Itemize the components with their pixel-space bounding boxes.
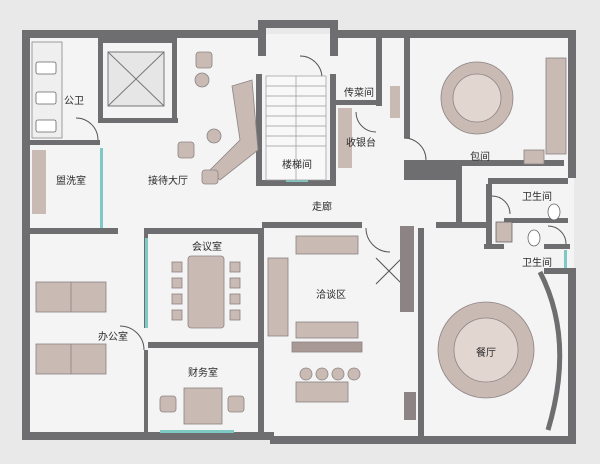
doors [75,55,567,351]
negotiation-sofas [267,235,363,403]
toilet-fixtures [495,203,561,247]
room-label-cashier: 收银台 [346,138,376,149]
cashier-counter [338,108,352,168]
private-room-sofa [523,57,567,165]
room-label-washroom: 盥洗室 [56,176,86,187]
elevator [107,51,165,107]
private-room-table [440,61,514,135]
room-label-toilet-2: 卫生间 [522,258,552,269]
outer-walls [22,20,576,444]
wash-counter [32,150,46,214]
stairs [265,75,327,181]
office-desks [35,281,107,375]
dining-curved-wall [537,270,563,431]
bar-counter [400,226,416,420]
room-label-meeting-room: 会议室 [192,242,222,253]
room-label-dining-hall: 餐厅 [476,348,496,359]
room-label-corridor: 走廊 [312,202,332,213]
room-label-private-room: 包间 [470,152,490,163]
reception-furniture [177,51,259,185]
dining-table [437,301,535,399]
room-label-office: 办公室 [98,332,128,343]
room-label-toilet-1: 卫生间 [522,192,552,203]
room-label-negotiation-area: 洽谈区 [316,290,346,301]
room-label-reception: 接待大厅 [148,176,188,187]
room-label-public-toilet: 公卫 [64,96,84,107]
serving-cabinet [390,86,400,118]
meeting-table [171,255,241,329]
room-label-stairwell: 楼梯间 [282,160,312,171]
glass-partitions [100,148,567,433]
finance-desk [159,387,245,425]
room-label-finance-room: 财务室 [188,368,218,379]
room-label-serving-room: 传菜间 [344,88,374,99]
toilet-stalls [31,41,63,139]
